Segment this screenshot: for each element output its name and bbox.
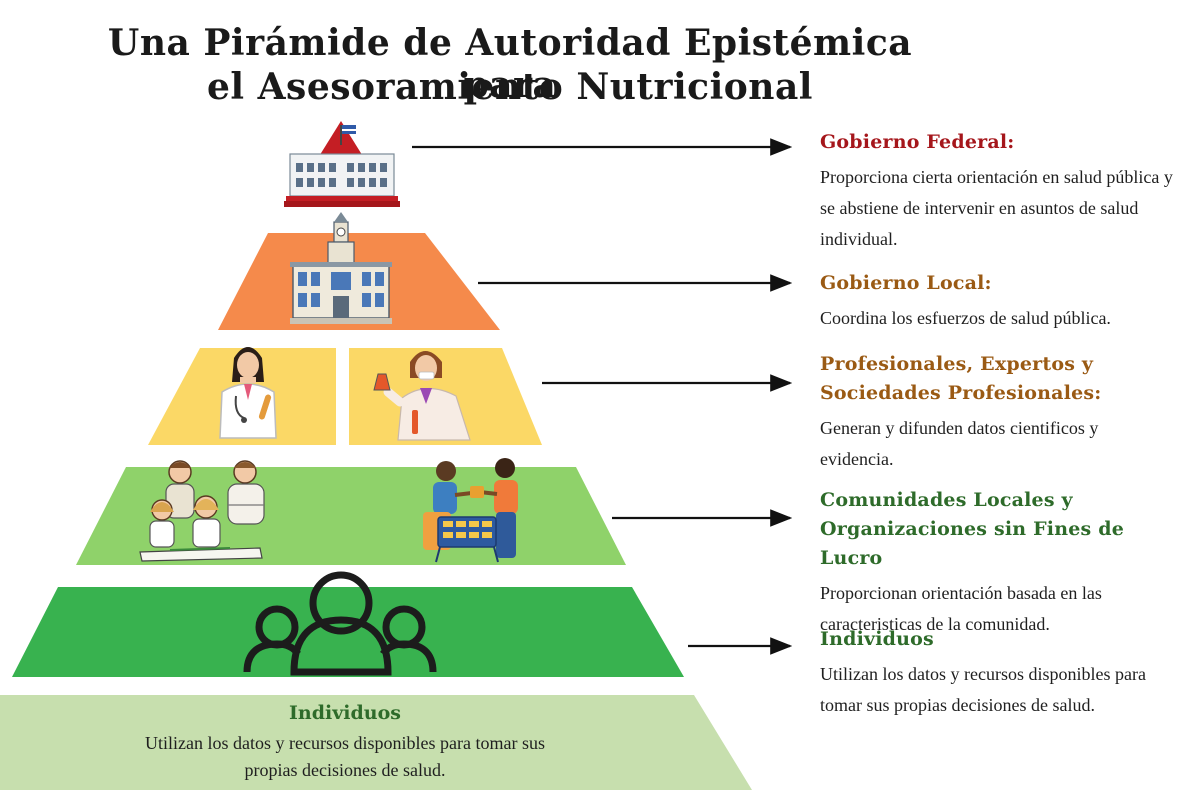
- capitol-building-icon: [284, 121, 400, 207]
- desc-local: Gobierno Local: Coordina los esfuerzos d…: [820, 269, 1192, 334]
- desc-federal: Gobierno Federal: Proporciona cierta ori…: [820, 128, 1192, 255]
- heading-individuals: Individuos: [820, 628, 934, 650]
- heading-communities: Comunidades Locales y Organizaciones sin…: [820, 486, 1192, 573]
- text-professionals: Generan y difunden datos cientificos y e…: [820, 418, 1099, 469]
- heading-professionals-line1: Profesionales, Expertos y: [820, 353, 1094, 375]
- heading-professionals-line2: Sociedades Profesionales:: [820, 382, 1102, 404]
- base-heading: Individuos: [289, 702, 401, 724]
- desc-professionals: Profesionales, Expertos y Sociedades Pro…: [820, 350, 1192, 475]
- text-federal: Proporciona cierta orientación en salud …: [820, 167, 1173, 249]
- base-text-line1: Utilizan los datos y recursos disponible…: [145, 733, 545, 753]
- heading-local: Gobierno Local:: [820, 272, 992, 294]
- family-icon: [139, 460, 265, 562]
- doctor-icon: [219, 347, 277, 439]
- text-communities: Proporcionan orientación basada en las c…: [820, 583, 1102, 634]
- desc-communities: Comunidades Locales y Organizaciones sin…: [820, 486, 1192, 640]
- base-band: [0, 695, 752, 790]
- heading-communities-line2: Organizaciones sin Fines de Lucro: [820, 518, 1125, 569]
- base-text: Utilizan los datos y recursos disponible…: [40, 730, 650, 784]
- volunteers-icon: [423, 458, 518, 563]
- people-group-icon: [243, 571, 437, 676]
- page-title-line2: el Asesoramiento Nutricional: [207, 66, 813, 108]
- city-hall-icon: [290, 212, 392, 324]
- heading-professionals: Profesionales, Expertos y Sociedades Pro…: [820, 350, 1192, 408]
- page-title: Una Pirámide de Autoridad Epistémica par…: [107, 22, 913, 106]
- heading-federal: Gobierno Federal:: [820, 131, 1015, 153]
- base-caption: Individuos Utilizan los datos y recursos…: [40, 702, 650, 784]
- text-local: Coordina los esfuerzos de salud pública.: [820, 308, 1111, 328]
- base-text-line2: propias decisiones de salud.: [244, 760, 446, 780]
- scientist-icon: [373, 351, 471, 441]
- heading-communities-line1: Comunidades Locales y: [820, 489, 1073, 511]
- desc-individuals: Individuos Utilizan los datos y recursos…: [820, 625, 1192, 721]
- text-individuals: Utilizan los datos y recursos disponible…: [820, 664, 1146, 715]
